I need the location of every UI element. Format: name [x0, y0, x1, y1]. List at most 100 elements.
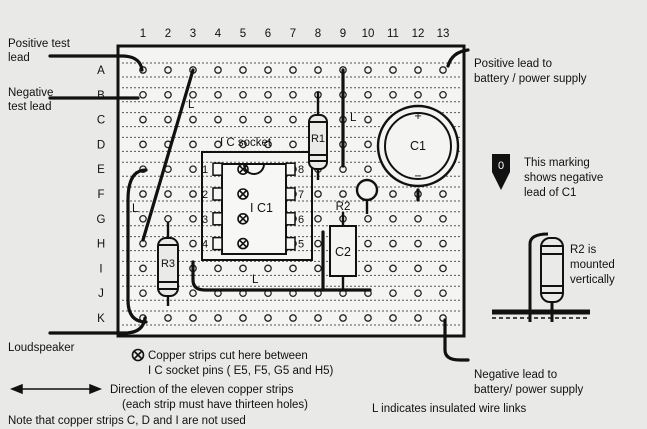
strip-hole — [289, 115, 297, 124]
strip-hole — [314, 314, 322, 322]
strip-hole — [189, 289, 197, 298]
strip-hole — [164, 66, 172, 74]
strip-hole — [264, 314, 272, 322]
strip-hole — [364, 264, 372, 273]
strip-cut-mark — [237, 188, 249, 200]
ic1-body — [221, 163, 287, 255]
strip-hole — [289, 314, 297, 322]
strip-hole — [389, 289, 397, 298]
column-number: 4 — [215, 28, 222, 40]
row-letter: K — [97, 313, 105, 325]
strip-hole — [364, 90, 372, 99]
column-number: 8 — [315, 28, 321, 40]
strip-hole — [414, 66, 422, 74]
positive-lead-line2: battery / power supply — [474, 73, 587, 85]
c2-body — [329, 225, 357, 277]
strip-hole — [189, 314, 197, 322]
column-number: 2 — [165, 28, 171, 40]
column-number: 11 — [387, 28, 399, 40]
strip-hole — [439, 264, 447, 273]
r2-mounted-line1: R2 is — [570, 244, 596, 256]
strip-hole — [239, 90, 247, 99]
strip-hole — [164, 214, 172, 223]
strip-hole — [264, 115, 272, 124]
r2-mounted-line2: mounted — [570, 259, 615, 271]
ic-pin-number: 4 — [202, 239, 208, 251]
r3-label: R3 — [161, 258, 175, 270]
negative-test-lead-line2: test lead — [8, 101, 51, 113]
strip-hole — [364, 214, 372, 223]
strip-hole — [264, 264, 272, 273]
capacitor-c2 — [329, 212, 357, 290]
link-label-2: L — [132, 203, 139, 215]
positive-lead-line1: Positive lead to — [474, 58, 552, 70]
column-number: 1 — [140, 28, 146, 40]
strip-hole — [414, 239, 422, 248]
ic-pin-number: 3 — [202, 214, 208, 226]
strip-hole — [214, 115, 222, 124]
negative-marking-line2: shows negative — [524, 172, 603, 184]
column-number: 6 — [265, 28, 271, 40]
row-letter: G — [97, 214, 106, 226]
strip-hole — [289, 140, 297, 149]
strip-hole — [389, 314, 397, 322]
strip-hole — [364, 239, 372, 248]
negative-marking-line1: This marking — [524, 157, 590, 169]
strip-hole — [189, 190, 197, 198]
strip-hole — [164, 190, 172, 198]
strip-hole — [414, 214, 422, 223]
capacitor-c1 — [376, 104, 460, 188]
unused-strips-note: Note that copper strips C, D and I are n… — [8, 415, 246, 427]
ic-pin-number: 7 — [298, 189, 304, 201]
r2-label: R2 — [336, 201, 351, 213]
strip-hole — [189, 214, 197, 223]
strip-hole — [339, 314, 347, 322]
r2-mounted-line3: vertically — [570, 274, 615, 286]
ic-pin-number: 6 — [298, 214, 304, 226]
direction-line1: Direction of the eleven copper strips — [110, 384, 294, 396]
positive-supply-wire — [446, 48, 470, 68]
row-letter: C — [97, 115, 105, 127]
strip-hole — [414, 289, 422, 298]
strip-hole — [439, 214, 447, 223]
strip-hole — [364, 140, 372, 149]
strip-hole — [289, 90, 297, 99]
r1-label: R1 — [311, 133, 325, 145]
link-e1-k1 — [126, 168, 148, 324]
strip-cut-mark — [237, 163, 249, 175]
ic-socket-label: I C socket — [220, 137, 272, 149]
ic-pin-left — [212, 162, 223, 176]
strip-hole — [364, 66, 372, 74]
strip-cut-mark — [237, 237, 249, 250]
c1-outer — [376, 104, 460, 188]
strip-hole — [289, 264, 297, 273]
strip-hole — [214, 66, 222, 74]
row-letter: D — [97, 139, 105, 151]
link-j3-j11 — [191, 260, 372, 292]
link-label-4: L — [252, 274, 259, 286]
strip-hole — [139, 214, 147, 223]
ic-pin-right — [285, 187, 296, 201]
column-number: 9 — [340, 28, 346, 40]
column-number: 13 — [437, 28, 450, 40]
c1-minus: − — [414, 169, 421, 183]
column-number: 12 — [412, 28, 425, 40]
negative-marking-line3: lead of C1 — [524, 187, 576, 199]
negative-marking-badge — [492, 154, 510, 190]
ic-pin-number: 1 — [202, 164, 208, 176]
strip-hole — [414, 90, 422, 99]
positive-test-lead-wire — [48, 54, 144, 72]
ic-pin-right — [285, 236, 296, 251]
strip-hole — [314, 66, 322, 74]
c1-label: C1 — [410, 139, 426, 153]
strip-hole — [239, 264, 247, 273]
negative-test-lead-line1: Negative — [8, 87, 53, 99]
resistor-r3 — [157, 222, 179, 306]
strip-hole — [314, 214, 322, 223]
strip-hole — [139, 190, 147, 198]
loudspeaker-label: Loudspeaker — [8, 342, 75, 354]
